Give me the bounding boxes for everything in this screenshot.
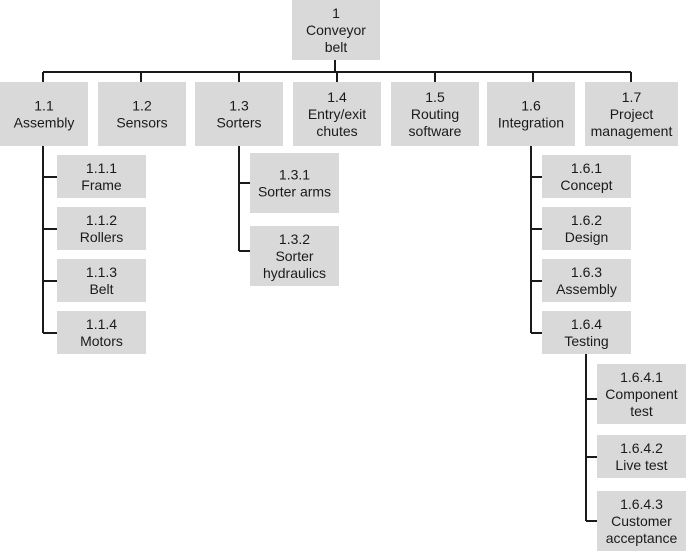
wbs-node-label: Customer — [611, 513, 672, 529]
wbs-node-number: 1 — [332, 5, 340, 21]
wbs-node-label: Entry/exit — [308, 106, 366, 122]
wbs-node-label: Sorter arms — [258, 184, 331, 200]
wbs-node-number: 1.6.4 — [571, 316, 602, 332]
wbs-node-number: 1.6 — [521, 98, 541, 114]
wbs-node-box — [250, 153, 339, 213]
wbs-node-number: 1.2 — [132, 98, 152, 114]
wbs-node-box — [597, 491, 686, 551]
wbs-node-number: 1.3.1 — [279, 167, 310, 183]
wbs-node-number: 1.6.4.3 — [620, 496, 663, 512]
wbs-node-number: 1.7 — [622, 89, 642, 105]
wbs-node-number: 1.1.3 — [86, 264, 117, 280]
wbs-node-box — [585, 82, 678, 146]
wbs-node-label: Rollers — [80, 229, 124, 245]
wbs-node-box — [542, 207, 631, 250]
wbs-node-number: 1.6.4.2 — [620, 440, 663, 456]
wbs-node-label: belt — [325, 39, 348, 55]
wbs-node-box — [293, 82, 381, 146]
wbs-node-label: test — [630, 403, 653, 419]
wbs-node-label: Live test — [615, 457, 667, 473]
wbs-node-label: Sorter — [275, 248, 313, 264]
wbs-node-box — [98, 82, 186, 146]
wbs-node-label: Frame — [81, 177, 122, 193]
wbs-node-number: 1.6.1 — [571, 160, 602, 176]
connector-lines — [42, 60, 632, 522]
wbs-node-box — [597, 435, 686, 478]
wbs-node-label: Belt — [89, 281, 113, 297]
wbs-node-label: Assembly — [556, 281, 617, 297]
wbs-node-number: 1.1.4 — [86, 316, 117, 332]
wbs-node-box — [542, 259, 631, 302]
wbs-node-label: Concept — [560, 177, 612, 193]
wbs-node-label: Component — [605, 386, 677, 402]
wbs-node-label: Design — [565, 229, 609, 245]
wbs-node-label: hydraulics — [263, 265, 326, 281]
wbs-node-number: 1.4 — [327, 89, 347, 105]
wbs-node-label: Motors — [80, 333, 123, 349]
wbs-node-number: 1.3 — [229, 98, 249, 114]
wbs-node-label: Routing — [411, 106, 459, 122]
wbs-node-box — [57, 207, 146, 250]
wbs-node-box — [391, 82, 479, 146]
wbs-node-number: 1.3.2 — [279, 231, 310, 247]
wbs-node-number: 1.6.3 — [571, 264, 602, 280]
wbs-node-label: management — [591, 123, 673, 139]
wbs-node-label: software — [409, 123, 462, 139]
wbs-node-label: chutes — [316, 123, 357, 139]
wbs-node-box — [0, 82, 88, 146]
wbs-node-label: acceptance — [606, 530, 678, 546]
wbs-node-label: Project — [610, 106, 654, 122]
wbs-node-box — [487, 82, 575, 146]
wbs-node-box — [597, 364, 686, 424]
wbs-node-box — [542, 311, 631, 354]
wbs-node-label: Conveyor — [306, 22, 366, 38]
wbs-node-number: 1.1 — [34, 98, 54, 114]
wbs-node-box — [250, 226, 339, 286]
wbs-node-number: 1.6.2 — [571, 212, 602, 228]
wbs-node-number: 1.5 — [425, 89, 445, 105]
wbs-node-box — [542, 155, 631, 198]
wbs-node-box — [195, 82, 283, 146]
wbs-node-box — [57, 311, 146, 354]
wbs-node-number: 1.1.1 — [86, 160, 117, 176]
wbs-node-label: Integration — [498, 115, 564, 131]
wbs-node-number: 1.6.4.1 — [620, 369, 663, 385]
wbs-node-number: 1.1.2 — [86, 212, 117, 228]
wbs-node-box — [292, 0, 380, 60]
wbs-node-label: Testing — [564, 333, 608, 349]
wbs-node-label: Sorters — [216, 115, 261, 131]
wbs-node-label: Sensors — [116, 115, 167, 131]
wbs-node-label: Assembly — [14, 115, 75, 131]
wbs-node-box — [57, 259, 146, 302]
wbs-node-box — [57, 155, 146, 198]
